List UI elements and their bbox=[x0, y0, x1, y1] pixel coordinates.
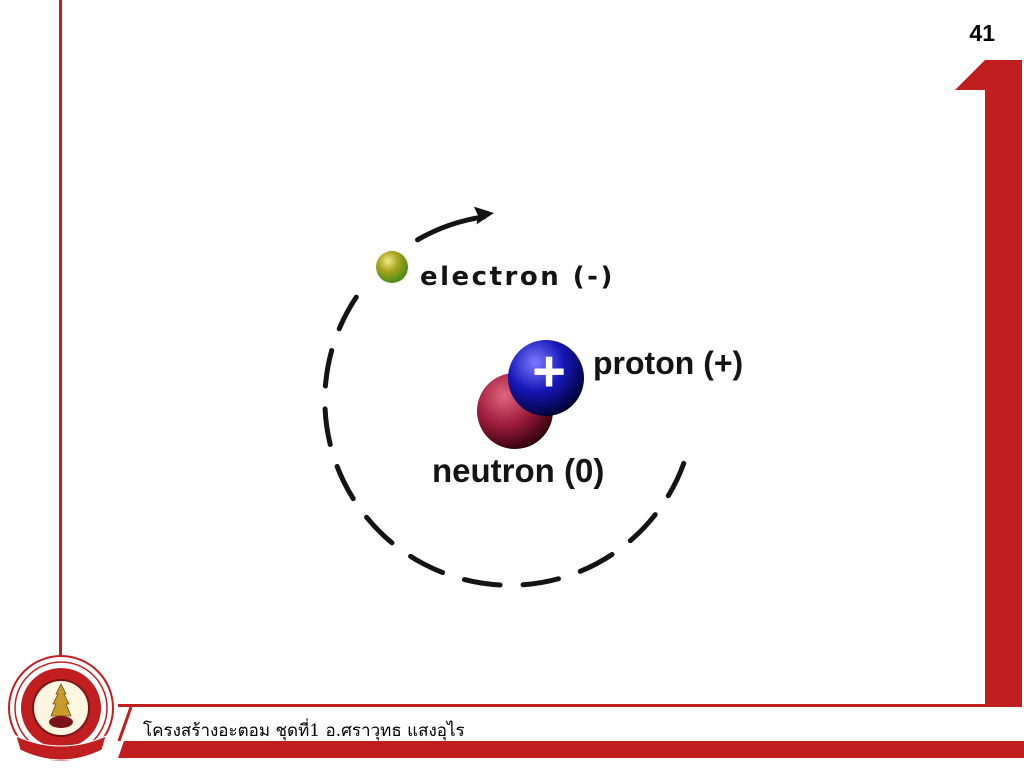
arrow-icon bbox=[473, 206, 494, 225]
slide-frame bbox=[59, 0, 1024, 758]
right-red-bar bbox=[955, 60, 1022, 707]
orbit-path-dashed bbox=[322, 291, 687, 588]
school-seal-logo bbox=[8, 655, 114, 761]
footer-title: โครงสร้างอะตอม ชุดที่1 อ.ศราวุทธ แสงอุไร bbox=[143, 718, 465, 741]
footer-thin-red-rule bbox=[118, 704, 986, 707]
seal-ribbon-banner bbox=[15, 735, 107, 761]
atom-diagram: electron (-) + proton (+) neutron (0) bbox=[322, 206, 743, 588]
proton-charge-symbol: + bbox=[532, 339, 566, 404]
page-number: 41 bbox=[969, 20, 995, 46]
proton-sphere bbox=[508, 340, 584, 416]
proton-label: proton (+) bbox=[593, 345, 743, 381]
seal-emblem-base bbox=[49, 716, 73, 728]
footer-red-slash bbox=[117, 706, 133, 742]
electron-label: electron (-) bbox=[420, 262, 615, 292]
electron-sphere bbox=[376, 251, 408, 283]
orbit-arrow-shaft bbox=[415, 214, 487, 243]
neutron-label: neutron (0) bbox=[432, 452, 604, 489]
footer-red-band bbox=[118, 741, 1024, 758]
left-red-rule bbox=[59, 0, 62, 700]
